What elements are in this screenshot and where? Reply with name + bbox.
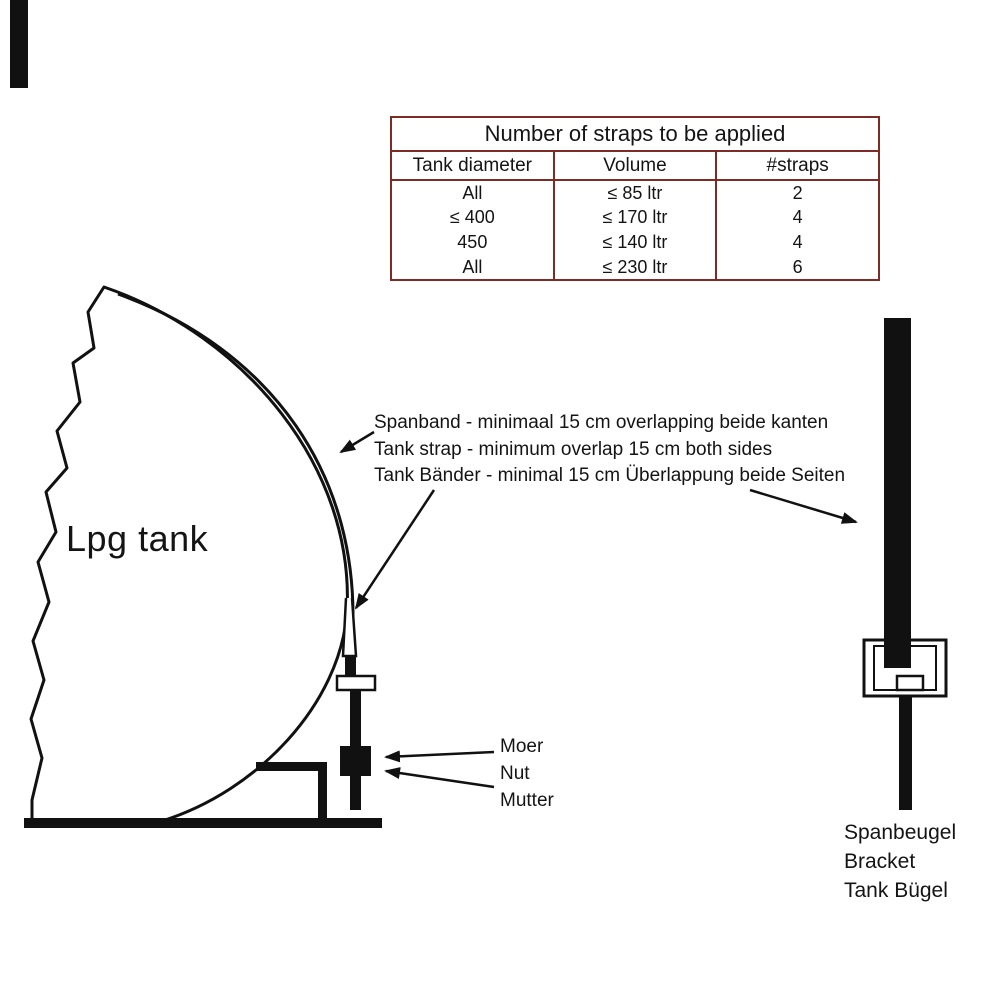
support-arm xyxy=(256,762,326,771)
cell-volume: ≤ 230 ltr xyxy=(552,255,717,280)
table-row: All ≤ 85 ltr 2 xyxy=(391,180,879,205)
scan-artifact-bar xyxy=(10,0,28,88)
col-header-tank-diameter: Tank diameter xyxy=(391,151,554,181)
straps-table: Number of straps to be applied Tank diam… xyxy=(390,116,880,281)
bracket-assembly-drawing xyxy=(862,318,948,810)
cell-tank-diameter: 450 xyxy=(457,232,488,252)
strap-note-de: Tank Bänder - minimal 15 cm Überlappung … xyxy=(374,465,846,486)
strap-notes: Spanband - minimaal 15 cm overlapping be… xyxy=(374,410,845,490)
bracket-label-en: Bracket xyxy=(844,850,916,873)
lpg-tank-label: Lpg tank xyxy=(66,518,209,559)
bracket-label-de: Tank Bügel xyxy=(844,879,948,902)
col-header-volume: Volume xyxy=(552,151,717,181)
table-row: ≤ 400 ≤ 170 ltr 4 xyxy=(391,205,879,230)
support-post xyxy=(318,762,327,820)
cell-tank-diameter: ≤ 400 xyxy=(449,207,495,227)
arrow-to-nut-lower xyxy=(384,767,495,789)
cell-straps: 4 xyxy=(715,230,879,255)
strap-note-nl: Spanband - minimaal 15 cm overlapping be… xyxy=(374,412,829,433)
arrow-to-strap-end xyxy=(354,489,436,610)
cell-straps: 4 xyxy=(715,205,879,230)
bracket-foot xyxy=(895,674,925,692)
clamp-plate xyxy=(335,674,377,692)
table-header-row: Tank diameter Volume #straps xyxy=(391,151,879,181)
nut-label-de: Mutter xyxy=(500,790,554,811)
bracket-bolt xyxy=(899,696,912,810)
bracket-labels: Spanbeugel Bracket Tank Bügel xyxy=(844,818,956,905)
arrow-to-strap-top xyxy=(339,430,375,454)
bracket-strap xyxy=(884,318,911,642)
cell-straps: 2 xyxy=(715,180,879,205)
tank-strap xyxy=(117,292,355,645)
lpg-tank-drawing xyxy=(24,285,382,828)
nut-labels: Moer Nut Mutter xyxy=(500,733,554,814)
cell-tank-diameter: All xyxy=(462,256,483,277)
nut-label-nl: Moer xyxy=(500,736,544,757)
table-row: All ≤ 230 ltr 6 xyxy=(391,255,879,280)
col-header-straps: #straps xyxy=(715,151,879,181)
cell-straps: 6 xyxy=(715,255,879,280)
strap-inside-bracket xyxy=(884,640,911,668)
strap-connector xyxy=(345,656,356,676)
strap-note-en: Tank strap - minimum overlap 15 cm both … xyxy=(374,438,773,460)
bracket-label-nl: Spanbeugel xyxy=(844,821,957,844)
table-row: 450 ≤ 140 ltr 4 xyxy=(391,230,879,255)
ground-line xyxy=(24,818,382,828)
arrow-to-nut-upper xyxy=(384,750,495,763)
annotation-arrows xyxy=(339,430,858,789)
cell-volume: ≤ 85 ltr xyxy=(552,180,717,205)
tank-outline xyxy=(29,285,349,823)
table-title: Number of straps to be applied xyxy=(391,117,879,152)
nut-label-en: Nut xyxy=(500,763,530,784)
cell-tank-diameter: All xyxy=(462,182,483,203)
cell-volume: ≤ 140 ltr xyxy=(552,230,717,255)
cell-volume: ≤ 170 ltr xyxy=(552,205,717,230)
nut xyxy=(340,746,371,776)
arrow-to-bracket-strap xyxy=(749,488,858,524)
